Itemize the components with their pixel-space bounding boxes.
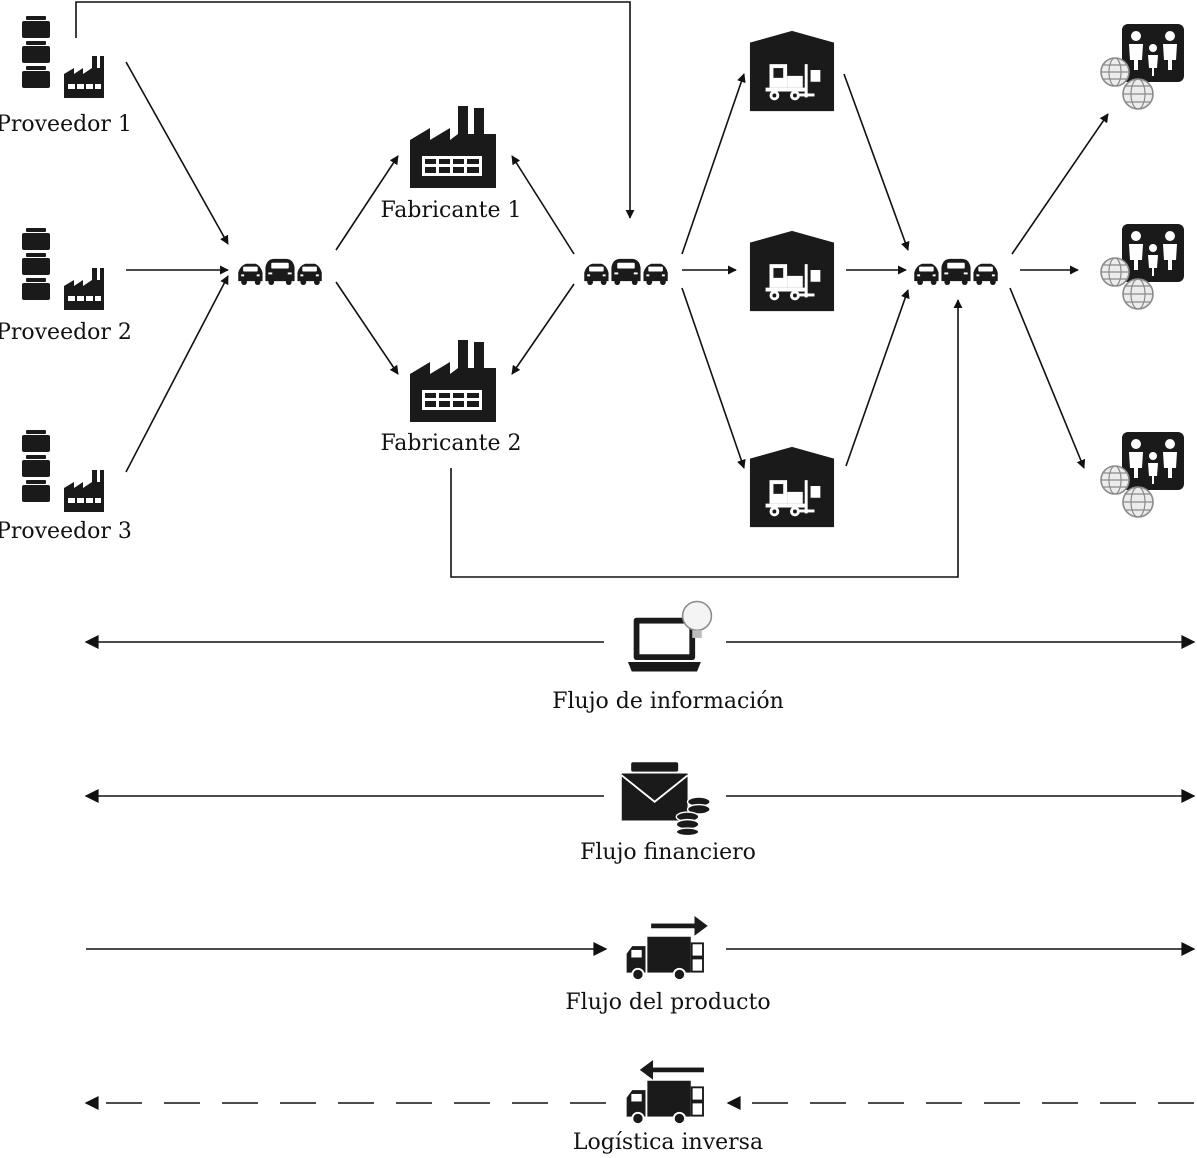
supplier-nodes: Proveedor 1 Proveedor 2 Proveedor 3 [0, 16, 132, 544]
warehouse-nodes [749, 30, 835, 528]
laptop-lightbulb-icon [627, 600, 713, 673]
transport-hubs [238, 258, 998, 286]
truck-cars-icon [238, 258, 322, 286]
supplier-label-2: Proveedor 2 [0, 320, 132, 345]
customers-globe-icon [1100, 431, 1185, 518]
financial-flow-label: Flujo financiero [580, 840, 756, 865]
arrow-hub1-manufacturer2 [335, 281, 399, 375]
supplier-label-1: Proveedor 1 [0, 112, 132, 137]
customers-globe-icon [1100, 223, 1185, 310]
supplier-stack-factory-icon [22, 228, 104, 310]
network-connectors [75, 1, 1109, 578]
supplier-stack-factory-icon [22, 430, 104, 512]
arrow-manufacturer2-direct-hub3 [450, 299, 963, 578]
arrow-hub3-customer3 [1009, 287, 1086, 469]
warehouse-forklift-icon [749, 30, 835, 112]
delivery-truck-back-icon [625, 1060, 705, 1126]
manufacturer-label-2: Fabricante 2 [381, 431, 522, 456]
truck-cars-icon [914, 258, 998, 286]
delivery-truck-forward-icon [625, 916, 709, 982]
manufacturer-label-1: Fabricante 1 [381, 198, 522, 223]
supplier-stack-factory-icon [22, 16, 104, 98]
arrow-supplier3-hub1 [125, 275, 229, 473]
arrow-hub1-manufacturer1 [335, 155, 399, 251]
product-flow-row: Flujo del producto [86, 916, 1196, 1015]
arrow-supplier1-hub1 [125, 61, 229, 245]
customers-globe-icon [1100, 23, 1185, 110]
arrow-hub2-warehouse3 [681, 287, 746, 469]
arrow-warehouse1-hub3 [843, 73, 910, 251]
warehouse-forklift-icon [749, 230, 835, 312]
factory-icon [410, 340, 496, 422]
financial-flow-row: Flujo financiero [84, 761, 1196, 865]
product-flow-label: Flujo del producto [565, 990, 770, 1015]
factory-icon [410, 106, 496, 188]
arrow-hub2-manufacturer1 [511, 155, 575, 255]
reverse-logistics-row: Logística inversa [84, 1060, 1194, 1155]
envelope-coins-icon [620, 761, 712, 836]
supplier-label-3: Proveedor 3 [0, 519, 132, 544]
warehouse-forklift-icon [749, 446, 835, 528]
information-flow-row: Flujo de información [84, 600, 1196, 714]
information-flow-label: Flujo de información [552, 689, 783, 714]
manufacturer-nodes: Fabricante 1 Fabricante 2 [381, 106, 522, 456]
arrow-hub2-warehouse1 [681, 73, 746, 255]
customer-nodes [1100, 23, 1185, 518]
truck-cars-icon [584, 258, 668, 286]
arrow-hub3-customer1 [1011, 113, 1109, 255]
reverse-logistics-label: Logística inversa [573, 1130, 763, 1155]
arrow-supplier1-direct-hub2 [75, 1, 635, 219]
arrow-hub2-manufacturer2 [511, 283, 575, 375]
arrow-warehouse3-hub3 [845, 289, 910, 467]
